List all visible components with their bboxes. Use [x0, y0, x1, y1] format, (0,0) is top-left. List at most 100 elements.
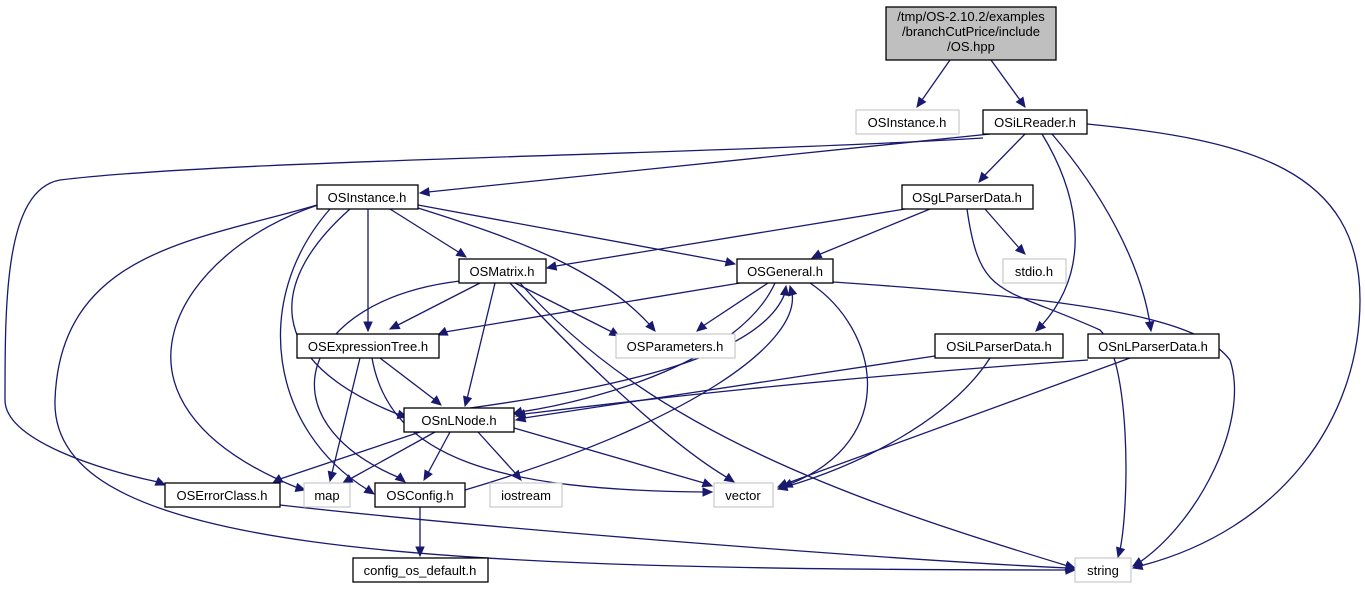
edge-osilreader-to-osglparserdata: [983, 133, 1026, 177]
edge-osilreader-to-osinstance-arrowhead: [418, 187, 431, 197]
edge-osilreader-to-osnlparserdata-arrowhead: [1144, 320, 1155, 333]
edge-osexpressiontree-to-map: [331, 357, 361, 474]
edge-os-to-osilreader: [990, 59, 1021, 101]
edge-osinstance-to-osconfig: [279, 208, 369, 491]
edge-osnlnode-to-osconfig: [427, 431, 451, 474]
edge-osnlparserdata-to-vector-arrowhead: [776, 478, 789, 488]
node-stdio-label: stdio.h: [1015, 264, 1053, 279]
node-osexpressiontree[interactable]: OSExpressionTree.h: [296, 333, 440, 359]
edge-osgeneral-to-vector: [789, 282, 869, 485]
node-osinstance-external[interactable]: OSInstance.h: [855, 109, 960, 135]
edge-osexpressiontree-to-osnlnode-arrowhead: [430, 395, 442, 406]
dependency-edges: [4, 59, 1361, 575]
edge-osgeneral-to-string-arrowhead: [1131, 557, 1144, 567]
edge-osmatrix-to-osconfig: [313, 280, 461, 479]
node-osilparserdata-label: OSiLParserData.h: [946, 339, 1052, 354]
node-osconfig-label: OSConfig.h: [386, 488, 453, 503]
node-stdio[interactable]: stdio.h: [1002, 258, 1067, 284]
edge-oserrorclass-to-string: [279, 504, 1069, 569]
edge-osmatrix-to-vector-arrowhead: [723, 472, 736, 483]
edge-osilreader-to-osilparserdata-arrowhead: [1035, 320, 1047, 332]
edge-osglparserdata-to-osmatrix-arrowhead: [545, 261, 558, 271]
node-iostream-label: iostream: [501, 488, 551, 503]
edge-osmatrix-to-osconfig-arrowhead: [394, 472, 406, 483]
edge-osinstance-to-string: [54, 204, 1069, 571]
node-osmatrix-label: OSMatrix.h: [469, 264, 534, 279]
edge-osinstance-to-osmatrix-arrowhead: [455, 247, 468, 258]
node-iostream[interactable]: iostream: [489, 482, 563, 508]
node-osnlparserdata[interactable]: OSnLParserData.h: [1087, 333, 1220, 359]
node-osnlnode-label: OSnLNode.h: [421, 413, 496, 428]
edge-osmatrix-to-osexpressiontree-arrowhead: [388, 320, 401, 330]
node-vector[interactable]: vector: [713, 482, 774, 508]
node-osilparserdata[interactable]: OSiLParserData.h: [934, 333, 1064, 359]
edge-osglparserdata-to-osgeneral-arrowhead: [810, 249, 823, 259]
edge-osnlnode-to-osgeneral-arrowhead: [779, 284, 790, 297]
edge-osglparserdata-to-string-arrowhead: [1116, 546, 1126, 559]
node-osexpressiontree-label: OSExpressionTree.h: [308, 339, 428, 354]
edge-osgeneral-to-string: [832, 281, 1235, 563]
edge-osexpressiontree-to-vector: [371, 357, 705, 493]
edge-os-to-osilreader-arrowhead: [1015, 96, 1026, 109]
edge-osnlnode-to-map-arrowhead: [341, 474, 354, 484]
node-os-hpp[interactable]: /tmp/OS-2.10.2/examples /branchCutPrice/…: [885, 6, 1057, 61]
edge-osconfig-to-config-os-default-arrowhead: [415, 546, 425, 558]
node-config-os-default[interactable]: config_os_default.h: [352, 557, 489, 583]
edge-osilreader-to-oserrorclass: [4, 137, 984, 483]
edge-osexpressiontree-to-osnlnode: [379, 357, 436, 401]
edge-osilreader-to-osilparserdata: [1041, 133, 1076, 326]
node-map-label: map: [314, 488, 339, 503]
edge-osgeneral-to-osexpressiontree-arrowhead: [436, 326, 449, 336]
node-os-hpp-line-3: /OS.hpp: [947, 39, 995, 54]
node-osinstance[interactable]: OSInstance.h: [316, 184, 419, 210]
edge-osgeneral-to-osparameters: [702, 282, 769, 327]
edge-os-to-osinstance-ext: [921, 59, 951, 101]
edge-osmatrix-to-osnlnode-arrowhead: [463, 395, 473, 408]
edge-osinstance-to-osparameters-arrowhead: [645, 320, 656, 332]
edge-osilreader-to-string: [1086, 123, 1361, 567]
edge-osilparserdata-to-osnlnode: [523, 355, 936, 419]
edge-osinstance-to-map: [170, 204, 319, 489]
edge-osglparserdata-to-string: [966, 208, 1127, 551]
node-osmatrix[interactable]: OSMatrix.h: [458, 258, 547, 284]
edge-osinstance-to-osgeneral: [417, 204, 728, 263]
node-osgeneral[interactable]: OSGeneral.h: [736, 258, 834, 284]
edge-osconfig-to-osgeneral: [464, 292, 794, 491]
node-oserrorclass[interactable]: OSErrorClass.h: [164, 482, 281, 508]
edge-osglparserdata-to-stdio: [984, 208, 1021, 250]
edge-osinstance-to-osnlnode: [291, 208, 401, 416]
edge-osnlnode-to-oserrorclass-arrowhead: [271, 474, 284, 484]
node-osparameters[interactable]: OSParameters.h: [615, 333, 736, 359]
node-vector-label: vector: [725, 488, 761, 503]
edge-osilreader-to-osglparserdata-arrowhead: [978, 171, 989, 183]
edge-osgeneral-to-osexpressiontree: [444, 282, 741, 333]
edge-osconfig-to-osgeneral-arrowhead: [788, 284, 798, 297]
node-map[interactable]: map: [303, 482, 351, 508]
edge-osgeneral-to-osnlnode: [519, 282, 776, 413]
edge-osmatrix-to-string: [519, 282, 1069, 567]
edge-osnlnode-to-vector-arrowhead: [701, 478, 714, 488]
edge-osnlparserdata-to-vector: [784, 357, 1131, 485]
edge-osmatrix-to-osexpressiontree: [397, 282, 481, 326]
edge-osilreader-to-osnlparserdata: [1051, 133, 1151, 325]
node-osglparserdata[interactable]: OSgLParserData.h: [901, 184, 1034, 210]
edge-osnlnode-to-oserrorclass: [279, 431, 421, 480]
node-osnlnode[interactable]: OSnLNode.h: [403, 407, 515, 433]
edge-oserrorclass-to-string-arrowhead: [1064, 562, 1077, 573]
node-osinstance-label: OSInstance.h: [328, 190, 407, 205]
edge-osnlparserdata-to-osnlnode-arrowhead: [514, 409, 527, 419]
edge-osinstance-to-osgeneral-arrowhead: [724, 257, 737, 267]
node-string-label: string: [1087, 563, 1119, 578]
node-osilreader[interactable]: OSiLReader.h: [982, 109, 1088, 135]
edge-osnlnode-to-vector: [513, 427, 705, 484]
node-string[interactable]: string: [1074, 557, 1132, 583]
edge-osglparserdata-to-osgeneral: [817, 208, 931, 256]
node-osconfig[interactable]: OSConfig.h: [374, 482, 466, 508]
edge-osglparserdata-to-osmatrix: [555, 208, 906, 267]
edge-osnlnode-to-osgeneral: [469, 292, 786, 409]
node-osglparserdata-label: OSgLParserData.h: [912, 190, 1022, 205]
edge-osinstance-to-osexpressiontree-arrowhead: [363, 321, 373, 333]
edge-osmatrix-to-osnlnode: [466, 282, 496, 400]
edge-osinstance-to-osparameters: [417, 207, 651, 326]
